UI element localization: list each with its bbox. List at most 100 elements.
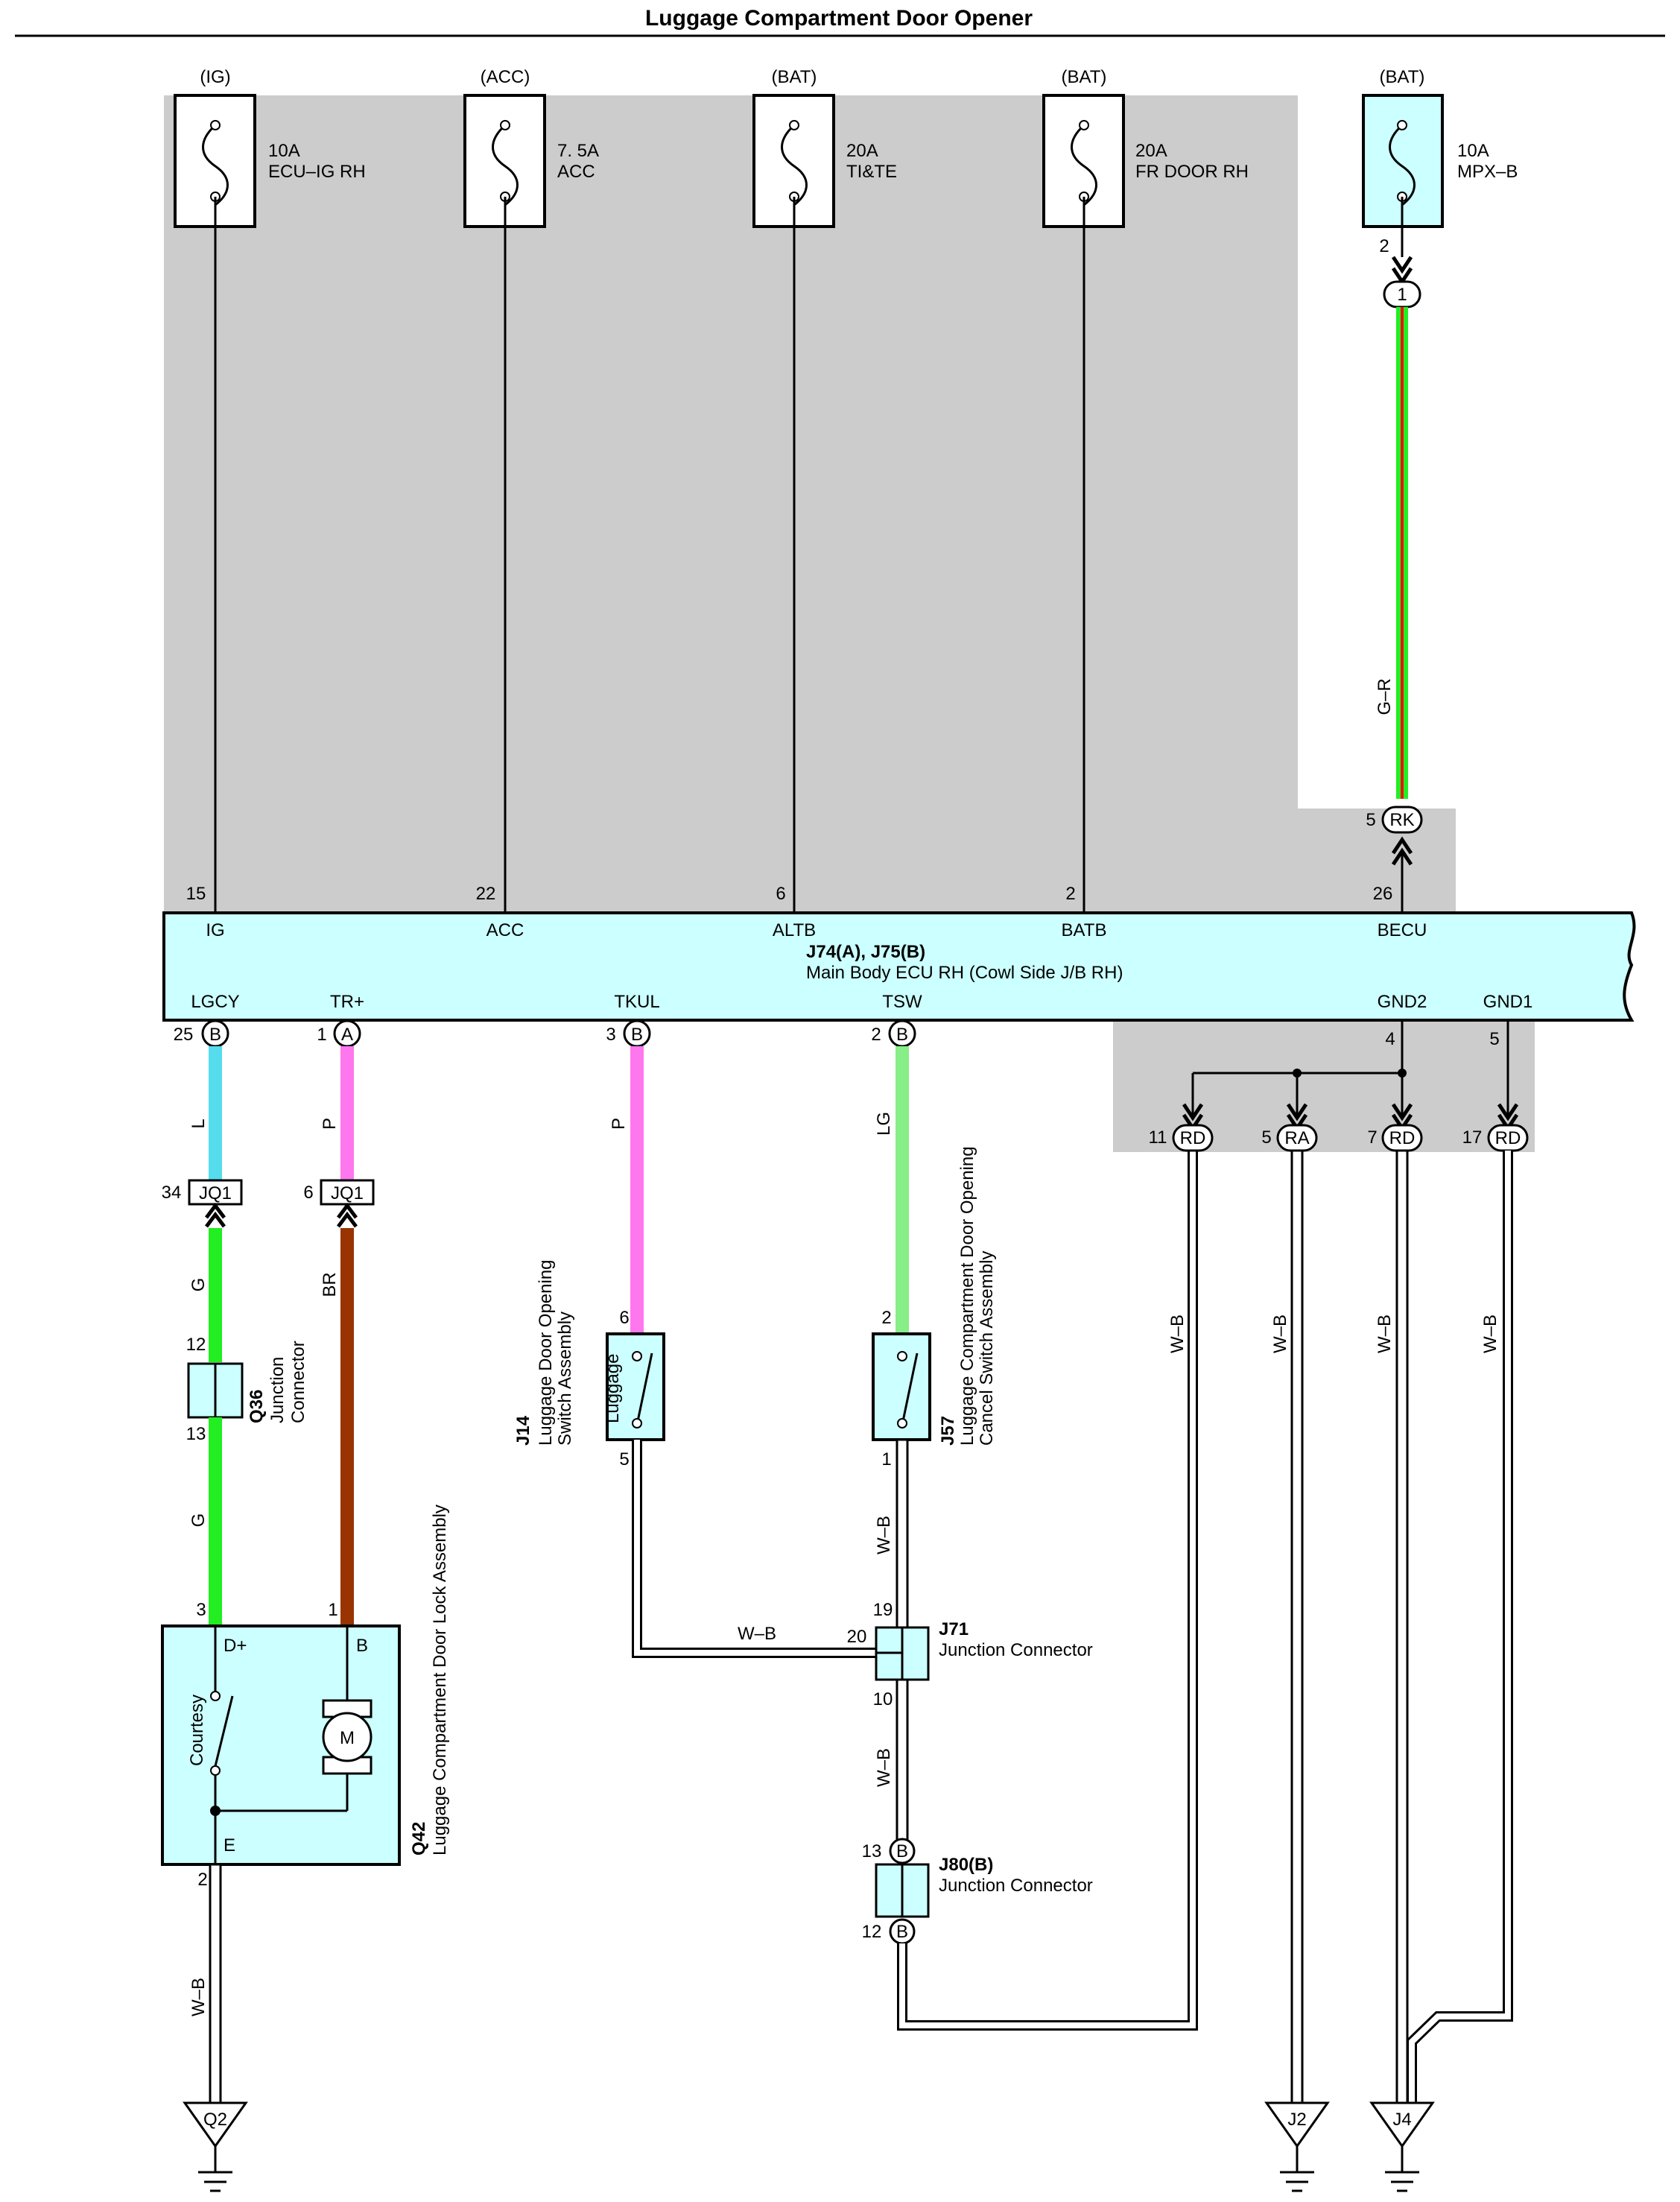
- wire-mpx-b: 2 1 G–R 5 RK: [1366, 197, 1423, 913]
- connector-label: 1: [1397, 285, 1407, 305]
- pin-label: 19: [873, 1600, 893, 1620]
- j14-luggage-switch: 6 Luggage 5 J14 Luggage Door Opening Swi…: [513, 1259, 665, 1469]
- ecu-pin-name: GND2: [1378, 992, 1427, 1012]
- wire-color-label: W–B: [874, 1748, 894, 1787]
- connector-label: JQ1: [199, 1183, 232, 1203]
- connector-label: RK: [1389, 810, 1414, 830]
- ecu-pin-name: TR+: [330, 992, 364, 1012]
- pin-label: 2: [197, 1870, 207, 1890]
- component-name: Junction Connector: [939, 1876, 1093, 1896]
- gnd-conn-ra5: 5 RA: [1261, 1124, 1318, 1152]
- connector-label: B: [896, 1922, 908, 1942]
- component-name: Connector: [288, 1341, 308, 1423]
- connector-label: B: [631, 1025, 643, 1045]
- ecu-pin-num: 2: [1065, 884, 1075, 904]
- page-title: Luggage Compartment Door Opener: [645, 6, 1033, 31]
- wire-color-label: W–B: [1270, 1314, 1290, 1353]
- component-name: Luggage Compartment Door Lock Assembly: [430, 1505, 450, 1855]
- component-name: Luggage Compartment Door Opening: [957, 1146, 977, 1446]
- pin-label: 7: [1367, 1127, 1377, 1148]
- terminal-label: B: [356, 1636, 368, 1656]
- fuse-source: (IG): [200, 67, 230, 87]
- wire-color-label: W–B: [1480, 1314, 1500, 1353]
- j57-cancel-switch: 2 1 J57 Luggage Compartment Door Opening…: [872, 1146, 997, 1469]
- ecu-conn-tsw: 2 B: [871, 1019, 916, 1048]
- wire-color-label: BR: [320, 1272, 340, 1297]
- gnd-conn-rd17: 17 RD: [1462, 1124, 1529, 1152]
- ecu-pin-num: 15: [186, 884, 206, 904]
- fuse-amp: 10A: [268, 141, 300, 161]
- pin-label: 2: [871, 1025, 881, 1045]
- ecu-conn-lgcy: 25 B: [174, 1019, 229, 1048]
- wire-wb-j14: [632, 1440, 876, 1658]
- q42-door-lock-assembly: 3 1 D+ B Courtesy M E Q42 Luggage Compar…: [161, 1505, 450, 1890]
- fuse-name: MPX–B: [1457, 162, 1518, 182]
- ecu-pin-name: BATB: [1062, 920, 1107, 940]
- ground-q2: Q2: [183, 2101, 248, 2192]
- fuse-source: (ACC): [481, 67, 530, 87]
- ecu-pin-name: TSW: [882, 992, 922, 1012]
- wire-color-label: P: [320, 1118, 340, 1130]
- pin-label: 5: [619, 1449, 629, 1469]
- wire-wb-j57: [896, 1438, 909, 1629]
- wire-trp: P 6 JQ1 BR: [303, 1046, 375, 1626]
- pin-label: 6: [303, 1183, 313, 1203]
- wire-wb-rd17: [1407, 1151, 1513, 2103]
- wire-color-label: W–B: [874, 1516, 894, 1554]
- connector-label: JQ1: [331, 1183, 364, 1203]
- component-id: J14: [513, 1415, 533, 1446]
- fuse-mpx-b: (BAT) 10A MPX–B: [1362, 67, 1518, 228]
- q36-junction: 12 13 Q36 Junction Connector: [186, 1335, 308, 1444]
- ecu-pin-num: 22: [476, 884, 496, 904]
- fuse-name: ACC: [557, 162, 595, 182]
- ecu-pin-name: GND1: [1483, 992, 1533, 1012]
- terminal-label: E: [224, 1835, 235, 1855]
- pin-label: 12: [186, 1335, 206, 1355]
- wire-color-label: W–B: [188, 1978, 209, 2016]
- pin-label: 5: [1489, 1029, 1499, 1049]
- fuse-source: (BAT): [1062, 67, 1107, 87]
- wire-wb-j14-core: [634, 1440, 876, 1656]
- pin-label: 13: [862, 1841, 882, 1861]
- pin-label: 5: [1366, 810, 1375, 830]
- fuse-amp: 10A: [1457, 141, 1489, 161]
- fuse-source: (BAT): [772, 67, 817, 87]
- wire-color-label: L: [188, 1119, 209, 1128]
- connector-label: RA: [1284, 1128, 1309, 1148]
- component-id: Q36: [247, 1390, 267, 1423]
- ecu-pin-name: ALTB: [773, 920, 816, 940]
- wire-color-label: G–R: [1375, 678, 1395, 715]
- pin-label: 1: [881, 1449, 891, 1469]
- component-name: Luggage Door Opening: [536, 1259, 556, 1446]
- switch-label: Courtesy: [187, 1695, 207, 1766]
- fuse-name: ECU–IG RH: [268, 162, 366, 182]
- component-id: J80(B): [939, 1855, 993, 1875]
- pin-label: 17: [1462, 1127, 1483, 1148]
- pin-label: 5: [1261, 1127, 1271, 1148]
- pin-label: 20: [847, 1627, 867, 1647]
- wire-color-label: W–B: [1375, 1314, 1395, 1353]
- fuse-ecu-ig-rh: (IG) 10A ECU–IG RH: [174, 67, 366, 228]
- connector-label: B: [896, 1025, 908, 1045]
- wire-tkul: [630, 1046, 644, 1334]
- wire-color-label: W–B: [738, 1624, 776, 1644]
- connector-label: RD: [1495, 1128, 1521, 1148]
- pin-label: 3: [196, 1600, 206, 1620]
- ground-label: Q2: [203, 2110, 227, 2130]
- pin-label: 34: [162, 1183, 182, 1203]
- pin-label: 1: [328, 1600, 337, 1620]
- wire-wb-q2: W–B: [188, 1863, 222, 2104]
- ecu-pin-num: 6: [776, 884, 785, 904]
- ecu-pin-num: 26: [1373, 884, 1393, 904]
- fuse-amp: 20A: [1135, 141, 1167, 161]
- ground-label: J4: [1392, 2110, 1411, 2130]
- component-name: Cancel Switch Assembly: [977, 1251, 997, 1446]
- pin-label: 11: [1149, 1127, 1167, 1148]
- pin-label: 3: [606, 1025, 615, 1045]
- ecu-pin-name: BECU: [1378, 920, 1427, 940]
- fuse-amp: 20A: [846, 141, 878, 161]
- component-id: Q42: [409, 1822, 429, 1855]
- wire-color-label: LG: [874, 1112, 894, 1136]
- gnd-conn-rd11: 11 RD: [1149, 1124, 1214, 1152]
- ground-label: J2: [1287, 2110, 1306, 2130]
